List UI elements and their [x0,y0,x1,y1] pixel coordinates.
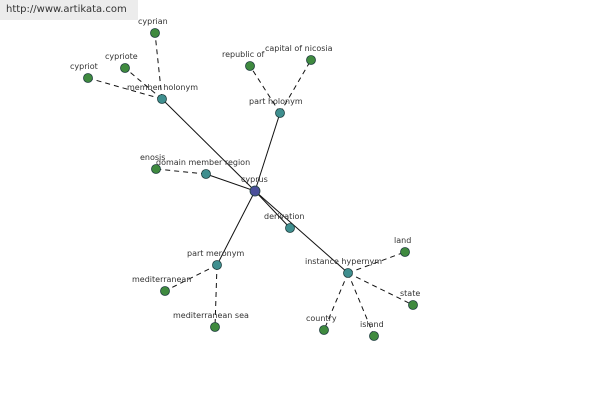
node-root[interactable] [249,185,261,197]
label-rel-member-holonym[interactable]: member holonym [127,83,198,92]
node-leaf-mediterranean-sea[interactable] [210,322,220,332]
node-leaf-republic-of[interactable] [245,61,255,71]
label-rel-domain-member-region[interactable]: domain member region [156,158,250,167]
label-leaf-land[interactable]: land [394,236,411,245]
node-leaf-mediterranean[interactable] [160,286,170,296]
edge-rel-instance-hypernym-leaf-country [323,272,349,331]
label-leaf-island[interactable]: island [360,320,384,329]
edge-rel-member-holonym-leaf-cyprian [154,32,163,100]
node-rel-part-meronym[interactable] [212,260,222,270]
label-leaf-capital-of-nicosia[interactable]: capital of nicosia [265,44,333,53]
edge-rel-instance-hypernym-leaf-land [347,251,406,274]
label-leaf-mediterranean-sea[interactable]: mediterranean sea [173,311,249,320]
edge-rel-part-holonym-leaf-republic-of [249,65,281,114]
node-leaf-cypriot[interactable] [83,73,93,83]
labels: cyprus member holonym part holonym domain m… [70,17,420,329]
label-leaf-enosis[interactable]: enosis [140,153,165,162]
edge-rel-part-holonym-leaf-capital-of-nicosia [279,59,312,114]
edge-rel-part-meronym-leaf-mediterranean-sea [214,264,218,328]
node-leaf-state[interactable] [408,300,418,310]
edge-root-rel-part-meronym [216,190,256,266]
node-leaf-island[interactable] [369,331,379,341]
label-rel-derivation[interactable]: derivation [264,212,304,221]
node-rel-derivation[interactable] [285,223,295,233]
label-leaf-republic-of[interactable]: republic of [222,50,265,59]
label-leaf-country[interactable]: country [306,314,337,323]
node-leaf-cyprian[interactable] [150,28,160,38]
label-leaf-cypriote[interactable]: cypriote [105,52,138,61]
label-rel-part-holonym[interactable]: part holonym [249,97,303,106]
edge-root-rel-derivation [254,190,291,229]
nodes [83,28,418,341]
node-leaf-country[interactable] [319,325,329,335]
label-root[interactable]: cyprus [241,175,268,184]
label-leaf-cypriot[interactable]: cypriot [70,62,98,71]
label-leaf-cyprian[interactable]: cyprian [138,17,168,26]
node-rel-domain-member-region[interactable] [201,169,211,179]
edge-rel-member-holonym-leaf-cypriot [87,77,163,100]
edge-rel-part-meronym-leaf-mediterranean [164,264,218,292]
label-rel-part-meronym[interactable]: part meronym [187,249,244,258]
label-leaf-mediterranean[interactable]: mediterranean [132,275,191,284]
label-rel-instance-hypernym[interactable]: instance hypernym [305,257,382,266]
edge-root-rel-instance-hypernym [254,190,349,274]
node-leaf-enosis[interactable] [151,164,161,174]
edge-root-rel-domain-member-region [205,173,256,192]
edge-root-rel-part-holonym [254,112,281,192]
node-rel-part-holonym[interactable] [275,108,285,118]
edge-rel-member-holonym-leaf-cypriote [124,67,163,100]
edge-rel-instance-hypernym-leaf-island [347,272,375,337]
edge-rel-instance-hypernym-leaf-state [347,272,414,306]
node-rel-instance-hypernym[interactable] [343,268,353,278]
label-leaf-state[interactable]: state [400,289,420,298]
node-rel-member-holonym[interactable] [157,94,167,104]
node-leaf-land[interactable] [400,247,410,257]
source-url-banner[interactable]: http://www.artikata.com [0,0,138,20]
node-leaf-cypriote[interactable] [120,63,130,73]
edge-rel-domain-member-region-leaf-enosis [155,168,207,175]
edges [87,32,414,337]
node-leaf-capital-of-nicosia[interactable] [306,55,316,65]
edge-root-rel-member-holonym [161,98,256,192]
